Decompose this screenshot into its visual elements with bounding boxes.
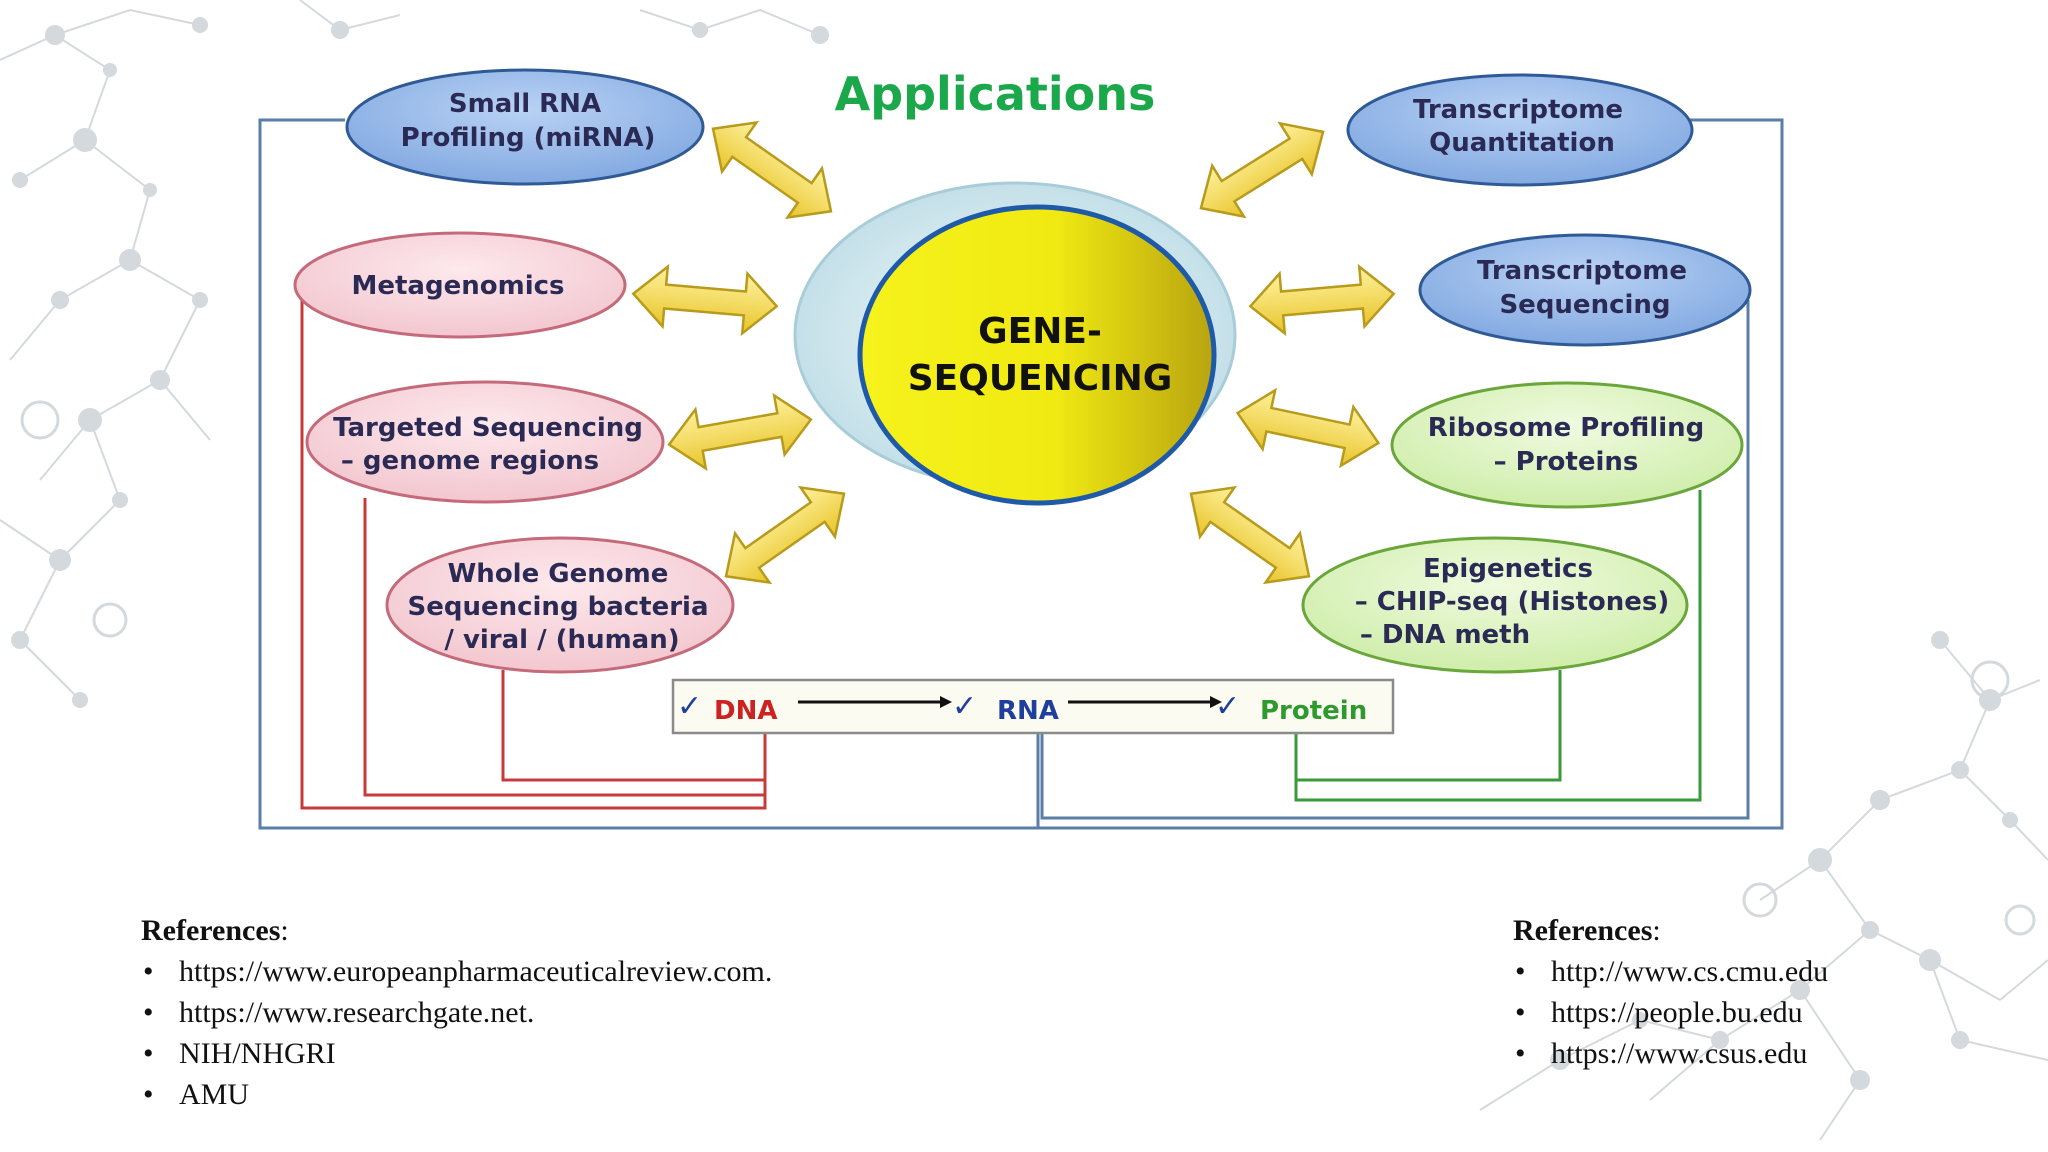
arrow-epigenetics <box>1189 485 1311 585</box>
reference-item: https://www.csus.edu <box>1513 1033 1828 1074</box>
reference-item: NIH/NHGRI <box>141 1033 772 1074</box>
bubble-epigenetics-line1: Epigenetics <box>1423 554 1593 584</box>
bubble-whole-genome-line2: Sequencing bacteria <box>407 592 708 622</box>
bubble-targeted-line1: Targeted Sequencing <box>333 413 643 443</box>
applications-title: Applications <box>835 67 1156 121</box>
references-right-heading: References <box>1513 914 1653 947</box>
red-connector-lines <box>300 295 767 810</box>
bubble-whole-genome-line3: / viral / (human) <box>444 625 679 655</box>
bubble-metagenomics: Metagenomics <box>293 231 627 339</box>
bubble-ribosome-line1: Ribosome Profiling <box>1428 413 1704 443</box>
central-dogma-box: ✓ DNA ✓ RNA ✓ Protein <box>671 678 1395 735</box>
references-right-heading-row: References: <box>1513 914 1661 947</box>
bubble-small-rna: Small RNA Profiling (miRNA) <box>345 68 705 186</box>
bubble-transcriptome-quantitation: Transcriptome Quantitation <box>1346 73 1694 187</box>
arrow-ribosome <box>1235 387 1381 469</box>
check-rna: ✓ <box>952 689 977 724</box>
bubble-small-rna-line2: Profiling (miRNA) <box>401 123 656 153</box>
bubble-transcriptome-quant-line1: Transcriptome <box>1413 95 1623 125</box>
arrow-targeted <box>667 392 813 472</box>
bubble-epigenetics: Epigenetics – CHIP-seq (Histones) – DNA … <box>1301 536 1689 674</box>
center-label-line2: SEQUENCING <box>908 358 1173 399</box>
references-right: References: http://www.cs.cmu.edu https:… <box>1513 910 1828 1074</box>
arrow-transcriptome-quant <box>1199 121 1325 219</box>
center-label-line1: GENE- <box>978 311 1102 352</box>
bubble-whole-genome-line1: Whole Genome <box>448 559 669 589</box>
references-right-list: http://www.cs.cmu.edu https://people.bu.… <box>1513 951 1828 1074</box>
references-left-list: https://www.europeanpharmaceuticalreview… <box>141 951 772 1115</box>
check-dna: ✓ <box>677 689 702 724</box>
bubble-transcriptome-quant-line2: Quantitation <box>1429 128 1615 158</box>
check-protein: ✓ <box>1215 689 1240 724</box>
bubble-transcriptome-seq-line2: Sequencing <box>1499 290 1670 320</box>
bubble-metagenomics-line1: Metagenomics <box>352 271 565 301</box>
arrow-transcriptome-seq <box>1248 263 1396 337</box>
flow-protein: Protein <box>1260 696 1367 726</box>
bubble-epigenetics-line2: – CHIP-seq (Histones) <box>1355 587 1670 617</box>
references-left: References: https://www.europeanpharmace… <box>141 910 772 1115</box>
bubble-transcriptome-sequencing: Transcriptome Sequencing <box>1418 233 1752 347</box>
reference-item: https://www.researchgate.net. <box>141 992 772 1033</box>
arrow-small-rna <box>711 120 833 220</box>
reference-item: https://people.bu.edu <box>1513 992 1828 1033</box>
bubble-small-rna-line1: Small RNA <box>449 89 601 119</box>
bubble-targeted-line2: – genome regions <box>341 446 599 476</box>
references-left-heading: References <box>141 914 281 947</box>
blue-connector-lines <box>258 118 1784 830</box>
bubble-transcriptome-seq-line1: Transcriptome <box>1477 256 1687 286</box>
reference-item: http://www.cs.cmu.edu <box>1513 951 1828 992</box>
bubble-ribosome-profiling: Ribosome Profiling – Proteins <box>1390 381 1744 509</box>
arrow-dna-to-rna-head <box>940 696 952 708</box>
flow-rna: RNA <box>997 696 1059 726</box>
arrow-rna-to-protein-head <box>1210 696 1222 708</box>
bubble-targeted-sequencing: Targeted Sequencing – genome regions <box>305 380 665 504</box>
reference-item: AMU <box>141 1074 772 1115</box>
bubble-ribosome-line2: – Proteins <box>1494 447 1639 477</box>
bubble-epigenetics-line3: – DNA meth <box>1360 620 1530 650</box>
reference-item: https://www.europeanpharmaceuticalreview… <box>141 951 772 992</box>
green-connector-lines <box>1294 490 1702 802</box>
references-left-heading-row: References: <box>141 914 289 947</box>
bubble-whole-genome: Whole Genome Sequencing bacteria / viral… <box>385 536 735 674</box>
arrow-whole-genome <box>724 485 846 585</box>
double-arrows <box>631 120 1396 585</box>
flow-dna: DNA <box>714 696 777 726</box>
gene-sequencing-center: GENE- SEQUENCING <box>793 181 1237 506</box>
arrow-metagenomics <box>631 263 779 337</box>
